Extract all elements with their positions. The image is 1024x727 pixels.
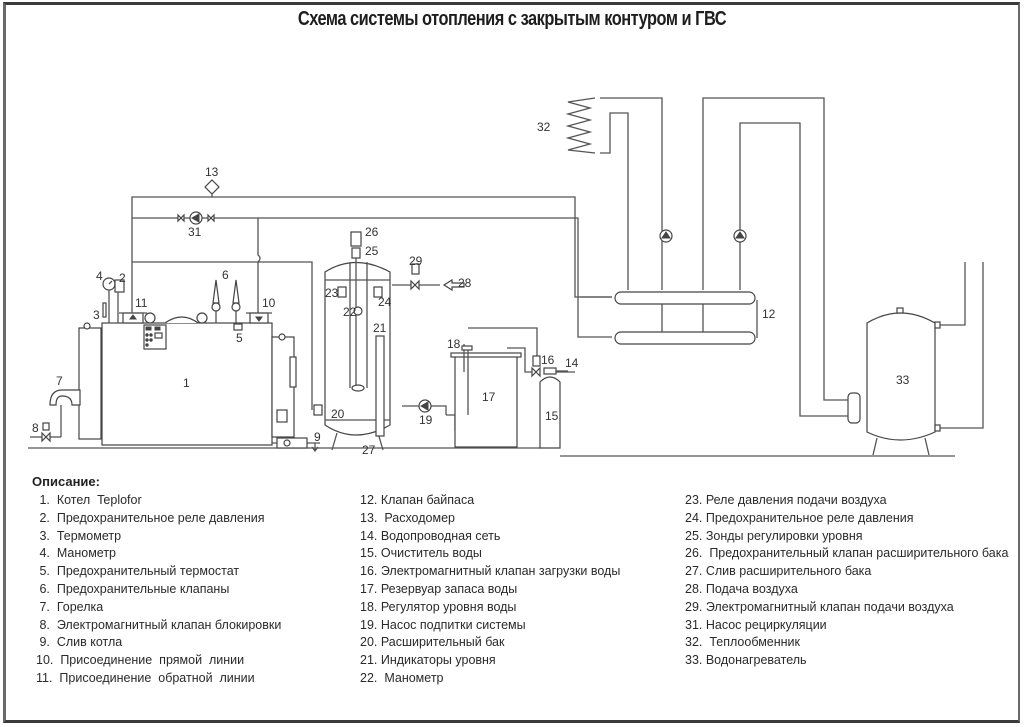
label-5: 5: [236, 331, 243, 345]
expansion-tank-20: [313, 231, 391, 451]
label-29: 29: [409, 254, 423, 268]
safety-valves-6: [211, 279, 241, 323]
manifolds: [614, 291, 756, 345]
legend-item: 17. Резервуар запаса воды: [360, 581, 518, 596]
makeup-pump-19: [418, 399, 432, 413]
legend-item: 22. Манометр: [360, 670, 444, 685]
label-18: 18: [447, 337, 461, 351]
legend-item: 9. Слив котла: [36, 635, 123, 650]
legend-item: 28. Подача воздуха: [685, 581, 798, 596]
label-7: 7: [56, 374, 63, 388]
recirculation-pump-31: [177, 211, 215, 225]
heating-system-diagram: 1 2 3 4 5 6 7 8 9 10 11 12 13 14 15 16 1…: [28, 97, 984, 457]
label-24: 24: [378, 295, 392, 309]
legend-item: 25. Зонды регулировки уровня: [685, 528, 863, 543]
circulation-pumps: [659, 229, 747, 243]
label-9: 9: [314, 430, 321, 444]
label-11: 11: [135, 296, 148, 310]
legend-item: 4. Манометр: [36, 546, 117, 561]
burner-7: [49, 389, 81, 438]
legend-item: 15. Очиститель воды: [360, 546, 482, 561]
legend-column-1: 1. Котел Teplofor 2. Предохранительное р…: [36, 492, 281, 688]
legend-item: 26. Предохранительный клапан расширитель…: [685, 546, 1009, 561]
water-reservoir-17: [450, 344, 522, 448]
label-28: 28: [458, 276, 472, 290]
legend-item: 1. Котел Teplofor: [36, 493, 142, 507]
label-21: 21: [373, 321, 387, 335]
legend-item: 23. Реле давления подачи воздуха: [685, 493, 887, 507]
legend-item: 2. Предохранительное реле давления: [36, 510, 265, 525]
label-1: 1: [183, 376, 190, 390]
legend-item: 20. Расширительный бак: [360, 635, 505, 650]
legend-item: 24. Предохранительное реле давления: [685, 510, 914, 525]
legend-item: 8. Электромагнитный клапан блокировки: [36, 617, 282, 632]
water-heater-33: [847, 307, 941, 456]
label-3: 3: [93, 308, 100, 322]
solenoid-valve-8: [30, 422, 51, 443]
label-23: 23: [325, 286, 339, 300]
legend-item: 19. Насос подпитки системы: [360, 617, 526, 632]
legend-item: 27. Слив расширительного бака: [685, 564, 872, 579]
boiler-drain-9: [276, 437, 319, 453]
legend-item: 33. Водонагреватель: [685, 653, 807, 668]
pipework: [131, 97, 984, 444]
legend-column-2: 12. Клапан байпаса 13. Расходомер 14. Во…: [360, 492, 620, 688]
legend-item: 12. Клапан байпаса: [360, 493, 475, 507]
label-31: 31: [188, 225, 202, 239]
legend-item: 14. Водопроводная сеть: [360, 528, 501, 543]
label-2: 2: [119, 271, 126, 285]
label-22: 22: [343, 305, 357, 319]
label-6: 6: [222, 268, 229, 282]
legend-item: 18. Регулятор уровня воды: [360, 599, 517, 614]
legend-heading: Описание:: [32, 474, 100, 489]
water-filter-15: [539, 367, 568, 449]
legend-item: 11. Присоединение обратной линии: [36, 670, 255, 685]
floor-line: [28, 447, 955, 457]
boiler-1: [78, 312, 297, 446]
air-valve-29: [410, 263, 465, 292]
label-16: 16: [541, 353, 555, 367]
legend-item: 16. Электромагнитный клапан загрузки вод…: [360, 564, 621, 579]
legend-item: 3. Термометр: [36, 528, 122, 543]
label-15: 15: [545, 409, 559, 423]
heat-exchanger-32: [565, 97, 596, 154]
gauges-2-3-4: [102, 277, 125, 323]
label-17: 17: [482, 390, 496, 404]
legend-column-3: 23. Реле давления подачи воздуха 24. Пре…: [685, 492, 1008, 670]
legend-item: 13. Расходомер: [360, 510, 455, 525]
label-13: 13: [205, 165, 219, 179]
legend-item: 29. Электромагнитный клапан подачи возду…: [685, 599, 954, 614]
label-25: 25: [365, 244, 379, 258]
legend-item: 10. Присоединение прямой линии: [36, 653, 245, 668]
label-33: 33: [896, 373, 910, 387]
label-19: 19: [419, 413, 433, 427]
label-10: 10: [262, 296, 276, 310]
label-32: 32: [537, 120, 551, 134]
label-12: 12: [762, 307, 776, 321]
label-14: 14: [565, 356, 579, 370]
legend-item: 32. Теплообменник: [685, 635, 801, 650]
label-27: 27: [362, 443, 376, 457]
legend-item: 21. Индикаторы уровня: [360, 653, 496, 668]
label-4: 4: [96, 269, 103, 283]
solenoid-valve-16: [531, 355, 541, 378]
page-title: Схема системы отопления с закрытым конту…: [297, 8, 727, 30]
legend-item: 7. Горелка: [36, 599, 104, 614]
legend-item: 31. Насос рециркуляции: [685, 617, 827, 632]
label-8: 8: [32, 421, 39, 435]
page-frame: [3, 2, 1020, 723]
legend-item: 5. Предохранительный термостат: [36, 564, 240, 579]
label-26: 26: [365, 225, 379, 239]
flowmeter-13: [204, 179, 220, 197]
legend-item: 6. Предохранительные клапаны: [36, 581, 230, 596]
label-20: 20: [331, 407, 345, 421]
